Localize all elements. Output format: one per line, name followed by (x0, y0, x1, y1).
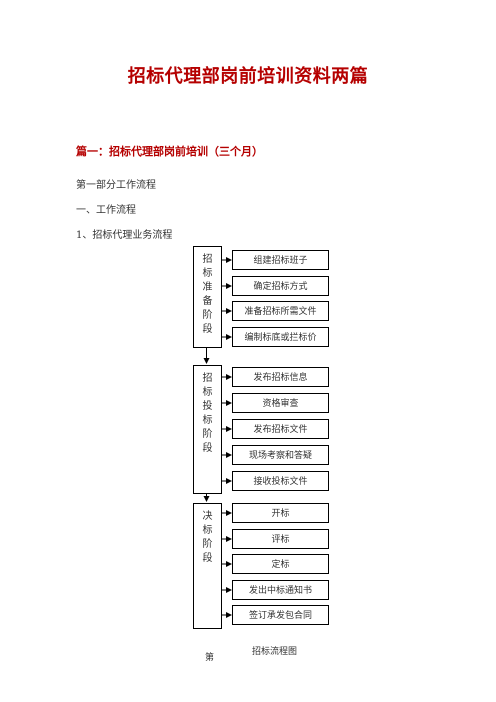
page-marker: 第 (205, 653, 215, 663)
stage-box-3: 决标阶段 (193, 503, 222, 629)
process-step: 开标 (232, 503, 329, 523)
process-step: 组建招标班子 (232, 250, 329, 270)
process-step: 资格审查 (232, 393, 329, 413)
part-heading: 第一部分工作流程 (76, 180, 156, 191)
process-step: 确定招标方式 (232, 276, 329, 296)
process-step: 发出中标通知书 (232, 580, 329, 600)
stage-label: 招标准备阶段 (202, 254, 213, 335)
process-step: 准备招标所需文件 (232, 301, 329, 321)
process-step: 评标 (232, 529, 329, 549)
process-step: 接收投标文件 (232, 471, 329, 491)
section-heading: 篇一：招标代理部岗前培训（三个月） (76, 145, 263, 158)
flowchart-caption: 招标流程图 (252, 647, 298, 657)
chapter-heading: 一、工作流程 (76, 205, 136, 216)
document-title: 招标代理部岗前培训资料两篇 (127, 66, 369, 87)
stage-box-1: 招标准备阶段 (193, 246, 222, 348)
process-step: 现场考察和答疑 (232, 445, 329, 465)
stage-box-2: 招标投标阶段 (193, 365, 222, 494)
process-step: 发布招标文件 (232, 419, 329, 439)
process-step: 签订承发包合同 (232, 605, 329, 625)
process-step: 定标 (232, 554, 329, 574)
process-step: 发布招标信息 (232, 367, 329, 387)
stage-label: 招标投标阶段 (202, 373, 213, 454)
stage-label: 决标阶段 (202, 511, 213, 564)
subsection-heading: 1、招标代理业务流程 (76, 230, 173, 241)
process-step: 编制标底或拦标价 (232, 327, 329, 347)
